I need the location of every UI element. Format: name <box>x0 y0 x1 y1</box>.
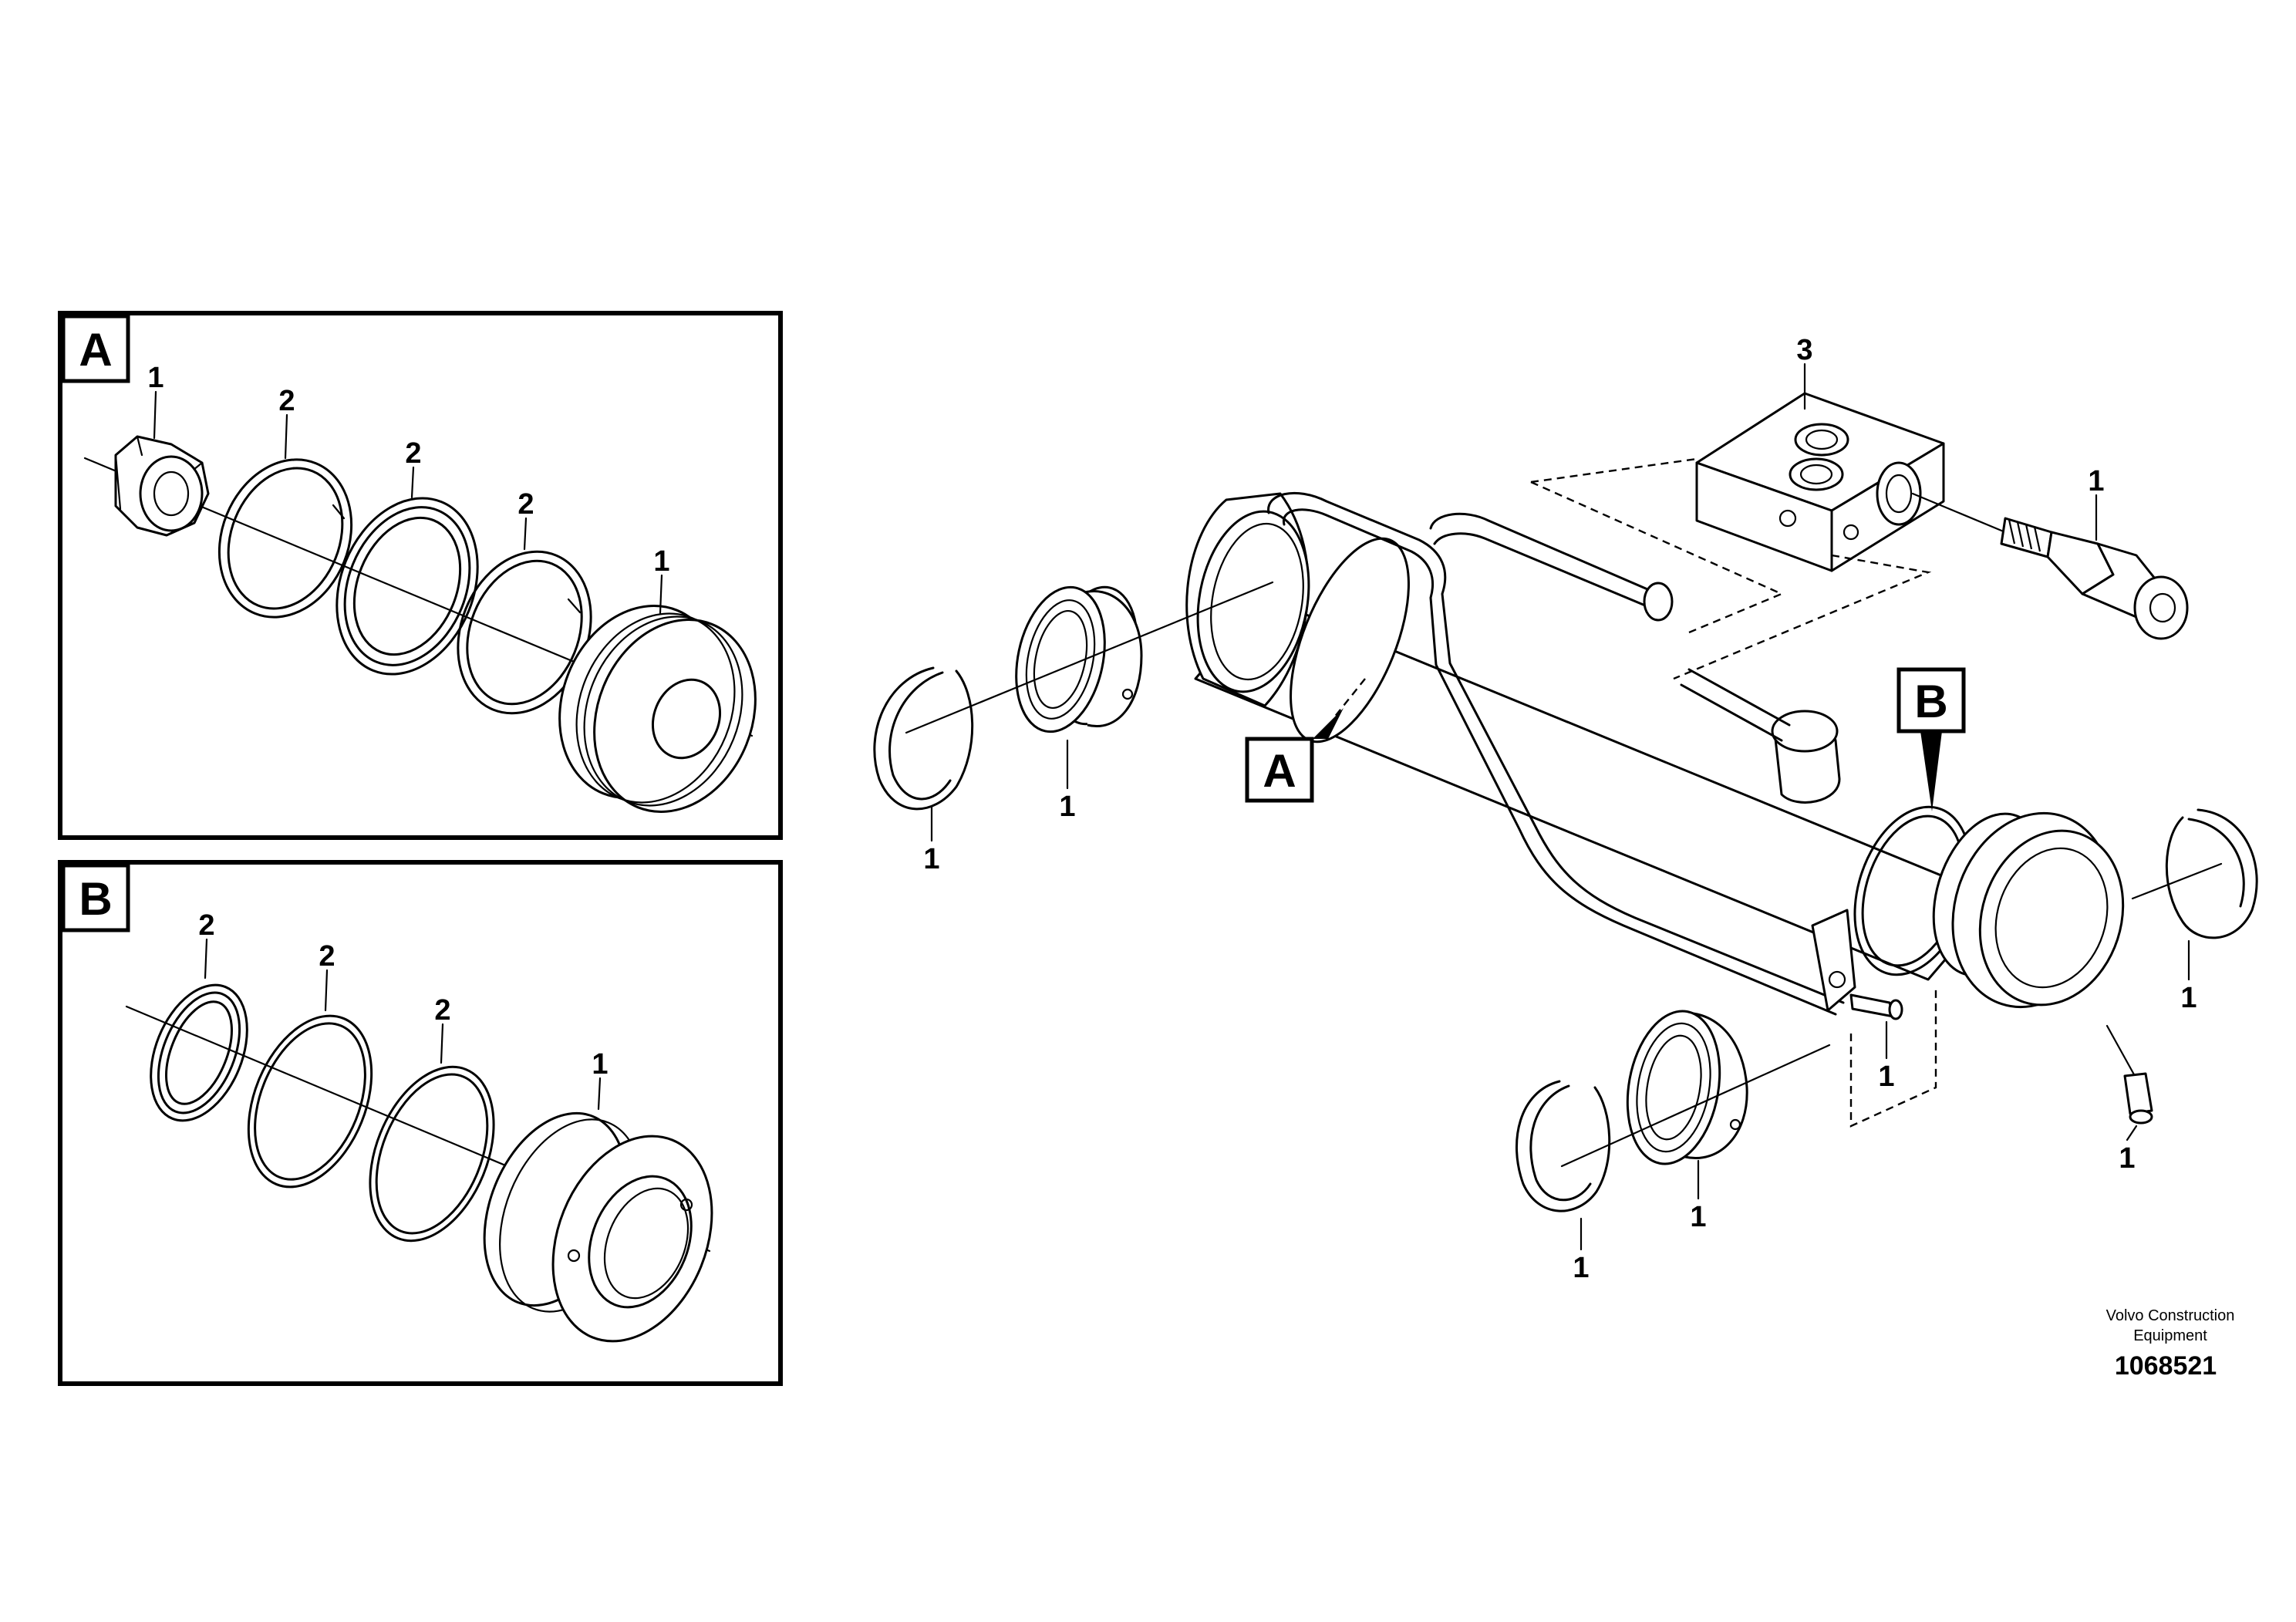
detail-panel-a: A <box>58 311 783 840</box>
valve-block <box>1695 392 1945 572</box>
ring-b-1 <box>247 1014 373 1189</box>
hydraulic-pipe <box>1267 491 1845 1004</box>
seal-1 <box>335 497 479 676</box>
callout-circlip-left: 1 <box>923 843 939 875</box>
callout-b-ring-2: 2 <box>434 994 450 1027</box>
main-tag-a-box <box>1245 737 1314 803</box>
ref-line-valve-left <box>1530 481 1785 634</box>
split-ring-2 <box>457 550 592 715</box>
callout-grease-nipple-lug: 1 <box>1878 1061 1894 1093</box>
main-tag-b: B <box>1914 676 1947 727</box>
bearing-bottom <box>1626 1010 1748 1165</box>
callout-a-nut: 1 <box>147 362 164 394</box>
brand-line-1: Volvo Construction <box>2106 1307 2235 1324</box>
footer: Volvo Construction Equipment 1068521 <box>2106 1307 2235 1381</box>
callout-b-seal: 2 <box>198 909 214 942</box>
callout-a-seal-1: 2 <box>405 437 421 470</box>
axis-left-pin <box>905 581 1274 734</box>
callout-circlip-bottom: 1 <box>1573 1252 1589 1284</box>
ref-line-valve-top <box>1530 457 1698 484</box>
ref-line-a <box>1333 678 1366 718</box>
circlip-right <box>2165 808 2258 939</box>
relief-valve <box>1911 492 2189 640</box>
drawing-number: 1068521 <box>2115 1351 2217 1381</box>
nut <box>114 435 210 537</box>
circlip-bottom <box>1515 1080 1611 1212</box>
brand-line-2: Equipment <box>2133 1327 2207 1344</box>
callout-a-ring-1: 2 <box>278 385 295 417</box>
ring-b-2 <box>369 1065 495 1243</box>
callout-grease-nipple-eye: 1 <box>2119 1142 2135 1175</box>
callout-bearing-bottom: 1 <box>1690 1201 1706 1233</box>
panel-a-tag-box <box>61 314 130 383</box>
rod-eye <box>1932 811 2125 1009</box>
callout-circlip-right: 1 <box>2180 982 2197 1014</box>
circlip-left <box>873 666 974 811</box>
guide <box>483 1111 713 1343</box>
panel-b-tag-box <box>61 863 130 932</box>
grease-nipple-eye <box>2106 1024 2153 1125</box>
lug <box>1811 909 1856 1012</box>
split-ring-1 <box>217 458 353 619</box>
callout-a-ring-2: 2 <box>518 488 534 521</box>
callout-bearing-left: 1 <box>1059 791 1075 823</box>
callout-valve-block: 3 <box>1796 334 1812 366</box>
detail-panel-b: B 2 2 2 1 <box>58 860 783 1386</box>
bearing-left <box>1015 585 1143 733</box>
main-tag-b-box <box>1896 667 1966 733</box>
ref-line-valve-bottom <box>1673 554 1932 680</box>
callout-b-ring-1: 2 <box>319 940 335 973</box>
panel-b-tag: B <box>79 873 112 925</box>
seal-b <box>150 983 248 1122</box>
panel-a-tag: A <box>79 324 112 376</box>
main-assembly: A B 3 1 1 1 1 1 1 1 1 <box>873 334 2258 1284</box>
piston <box>558 605 757 813</box>
main-tag-a: A <box>1263 745 1296 797</box>
ref-line-lug <box>1849 987 1937 1128</box>
grease-nipple-lug <box>1849 993 1903 1020</box>
callout-b-guide: 1 <box>592 1048 608 1081</box>
callout-relief-valve: 1 <box>2088 465 2104 497</box>
callout-a-piston: 1 <box>653 545 669 578</box>
